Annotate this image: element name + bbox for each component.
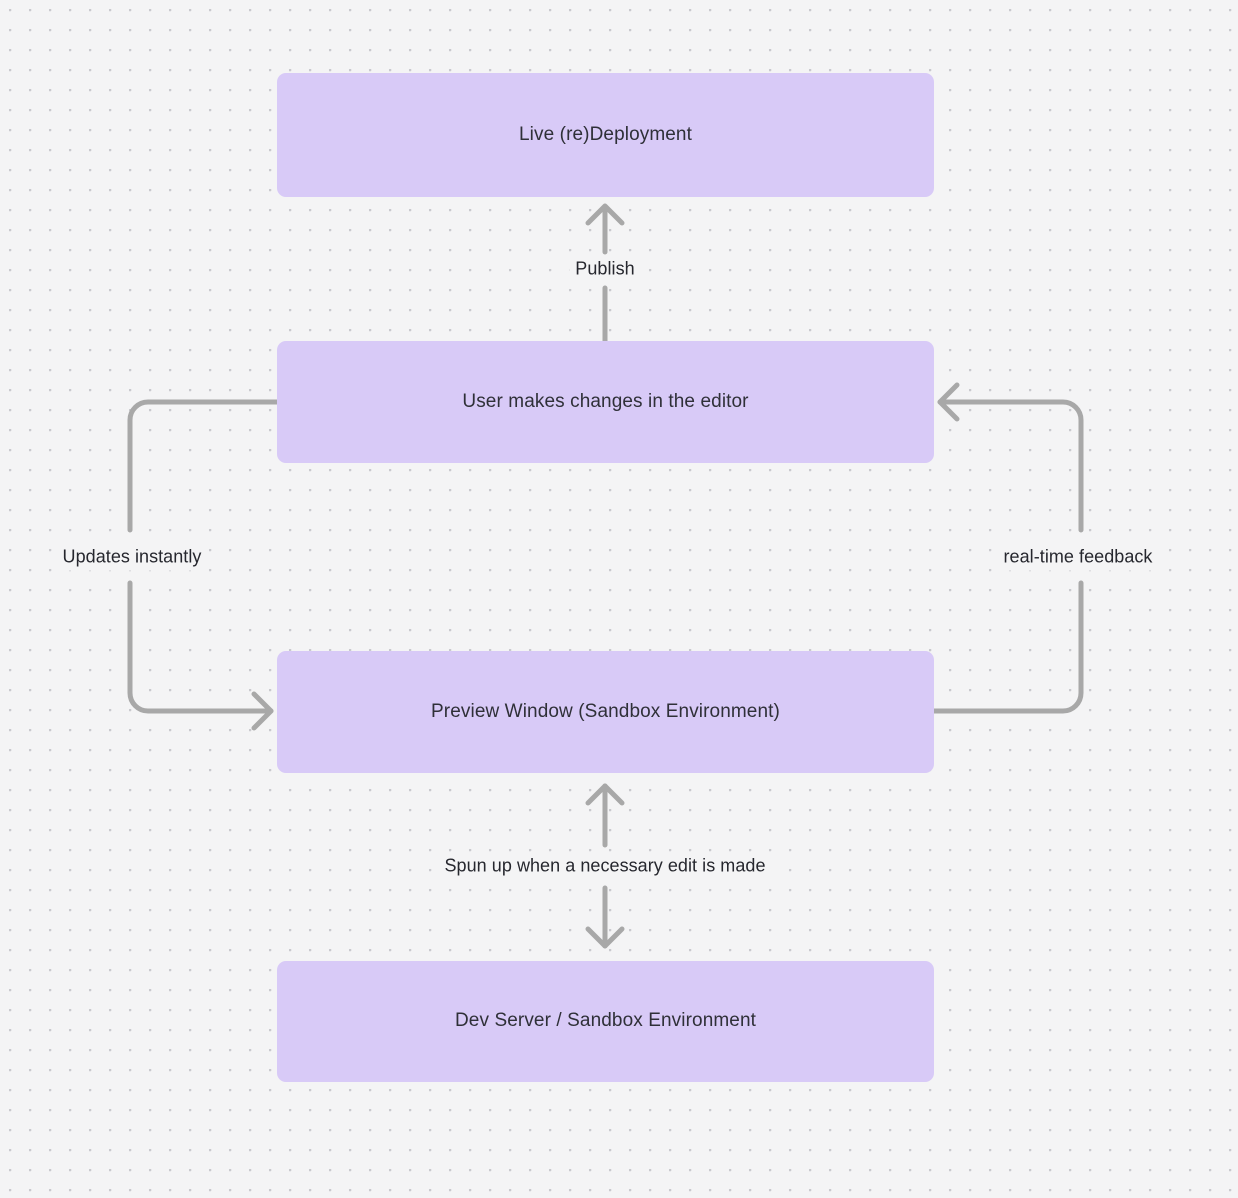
node-live-deployment[interactable]: Live (re)Deployment xyxy=(277,73,934,197)
node-dev-server[interactable]: Dev Server / Sandbox Environment xyxy=(277,961,934,1082)
node-user-edit[interactable]: User makes changes in the editor xyxy=(277,341,934,463)
node-label: Preview Window (Sandbox Environment) xyxy=(431,700,780,722)
edge-label-spun-up: Spun up when a necessary edit is made xyxy=(438,852,772,880)
edge-label-publish: Publish xyxy=(569,255,641,283)
node-label: Dev Server / Sandbox Environment xyxy=(454,1010,756,1032)
node-label: User makes changes in the editor xyxy=(462,390,749,412)
node-label: Live (re)Deployment xyxy=(519,123,692,145)
node-preview-window[interactable]: Preview Window (Sandbox Environment) xyxy=(277,651,934,773)
edge-label-updates-instantly: Updates instantly xyxy=(56,543,208,571)
edge-label-real-time-feedback: real-time feedback xyxy=(997,543,1159,571)
